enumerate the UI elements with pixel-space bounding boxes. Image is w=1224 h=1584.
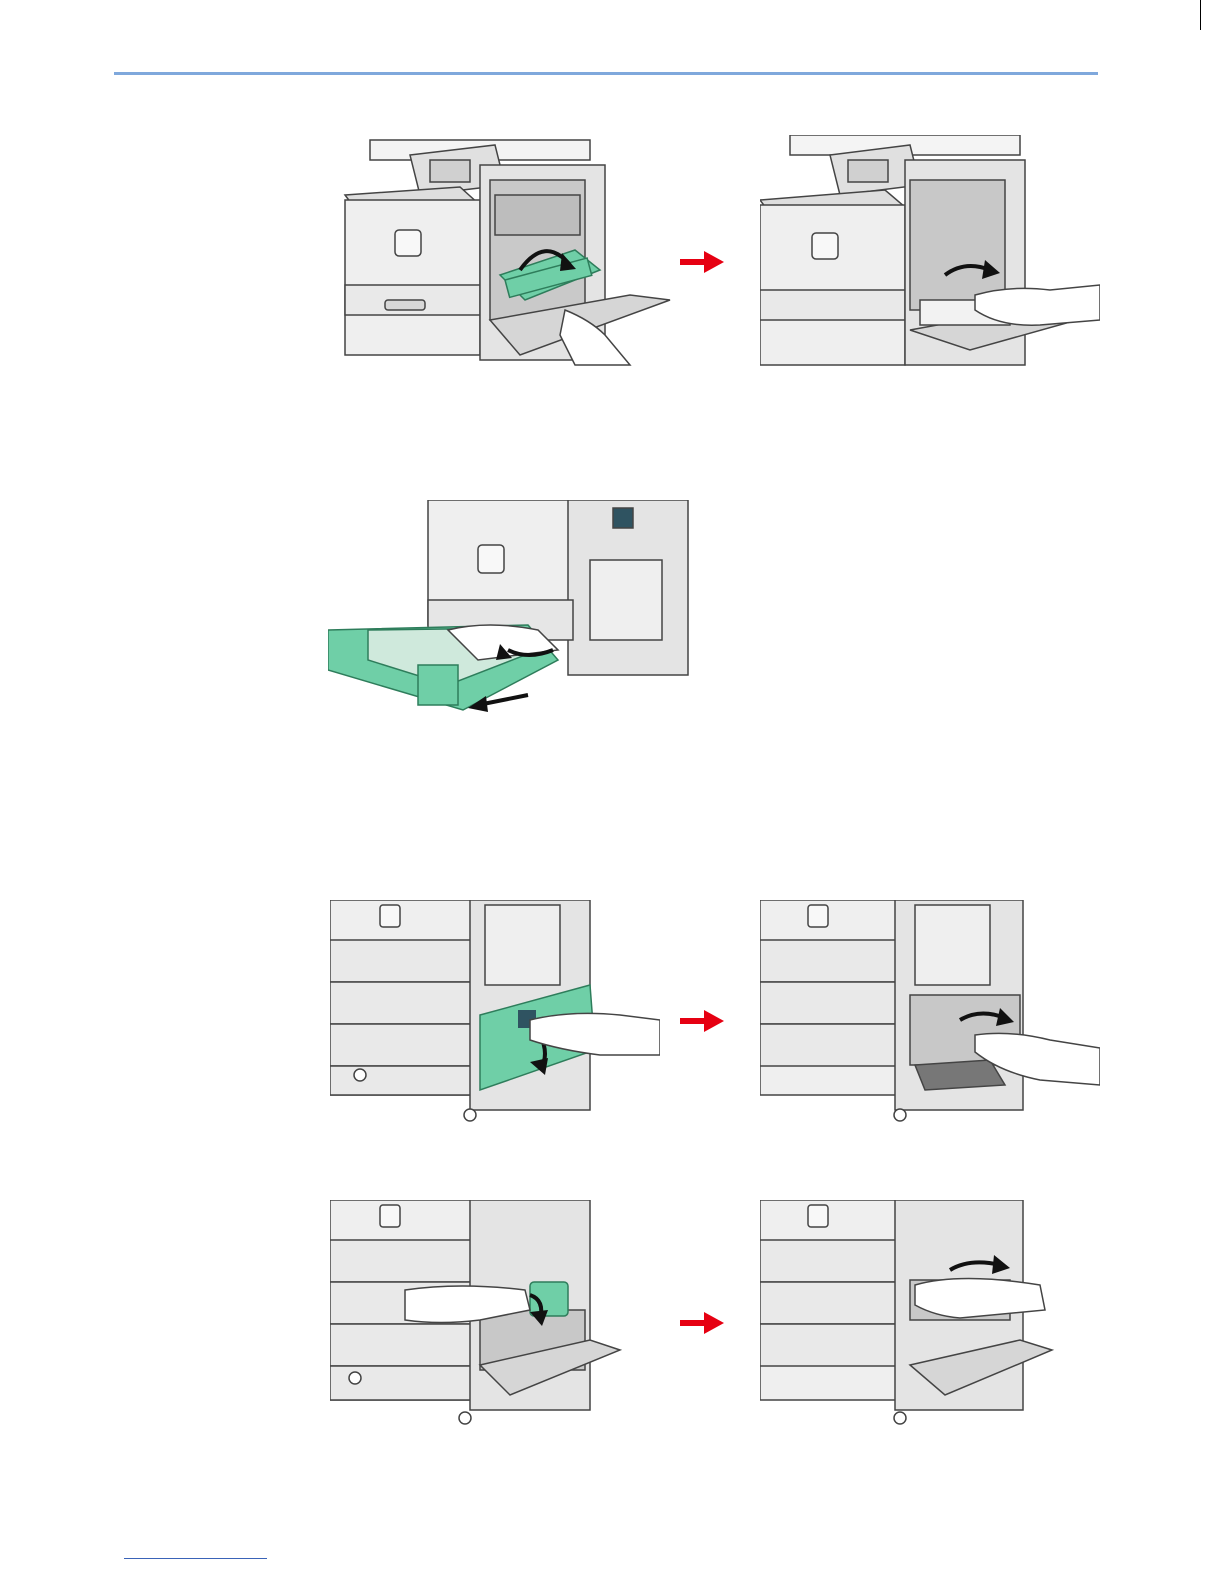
figure-open-right-cover <box>330 135 675 370</box>
header-rule <box>114 72 1098 75</box>
figure-open-feeder-cover <box>330 1200 625 1428</box>
red-arrow-right-icon <box>680 1312 724 1334</box>
figure-pull-out-cassette <box>328 500 693 722</box>
red-arrow-right-icon <box>680 1010 724 1032</box>
red-arrow-right-icon <box>680 251 724 273</box>
crop-mark <box>1200 0 1201 30</box>
figure-remove-jammed-paper-right <box>760 135 1100 370</box>
footer-link-underline <box>124 1558 267 1559</box>
figure-remove-paper-lower-cover <box>760 900 1100 1125</box>
figure-open-lower-right-cover <box>330 900 660 1125</box>
figure-remove-paper-feeder <box>760 1200 1060 1428</box>
